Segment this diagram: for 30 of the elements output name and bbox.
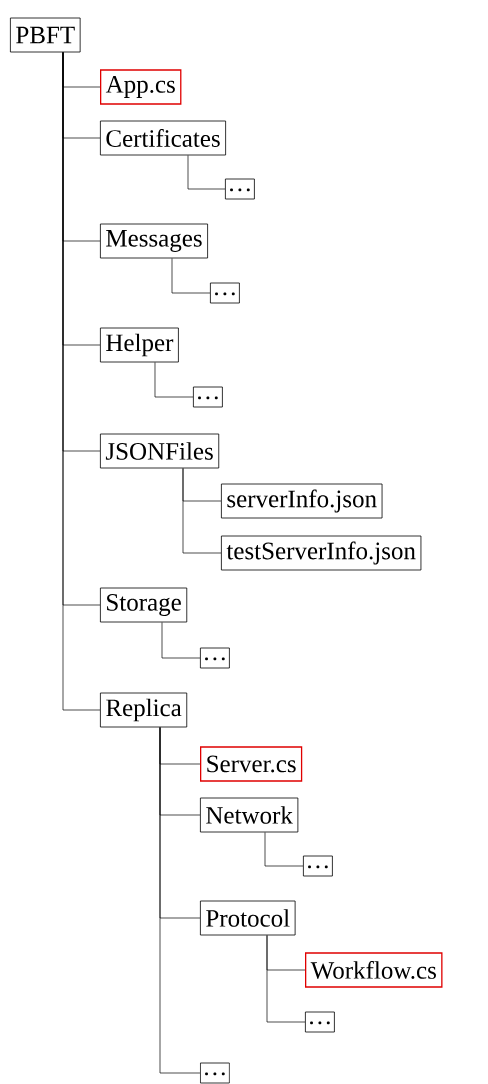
ellipsis-box: …: [305, 1011, 335, 1033]
folder-box: PBFT: [10, 17, 81, 53]
folder-box: JSONFiles: [100, 433, 220, 469]
ellipsis-box: …: [193, 386, 223, 408]
folder-box: Storage: [100, 587, 188, 623]
tree-connector: [266, 935, 306, 1023]
folder-box: Messages: [100, 223, 208, 259]
ellipsis-box: …: [200, 1062, 230, 1084]
highlighted-file-box: Workflow.cs: [305, 952, 443, 988]
tree-connector: [161, 622, 201, 659]
tree-connector: [264, 832, 304, 867]
highlighted-file-box: Server.cs: [200, 746, 303, 782]
ellipsis-box: …: [303, 855, 333, 877]
tree-connector: [187, 155, 226, 190]
folder-box: Replica: [100, 692, 188, 728]
tree-connector: [159, 727, 201, 1074]
folder-box: Helper: [100, 327, 179, 363]
ellipsis-box: …: [200, 647, 230, 669]
ellipsis-box: …: [225, 178, 255, 200]
folder-box: testServerInfo.json: [221, 535, 422, 571]
folder-box: serverInfo.json: [221, 483, 383, 519]
tree-connector: [171, 258, 211, 294]
tree-connector: [154, 362, 194, 398]
folder-box: Certificates: [100, 120, 226, 156]
tree-connector: [182, 468, 222, 554]
folder-box: Protocol: [200, 900, 296, 936]
highlighted-file-box: App.cs: [100, 69, 182, 105]
ellipsis-box: …: [210, 282, 240, 304]
tree-connector: [62, 52, 101, 711]
folder-box: Network: [200, 797, 299, 833]
